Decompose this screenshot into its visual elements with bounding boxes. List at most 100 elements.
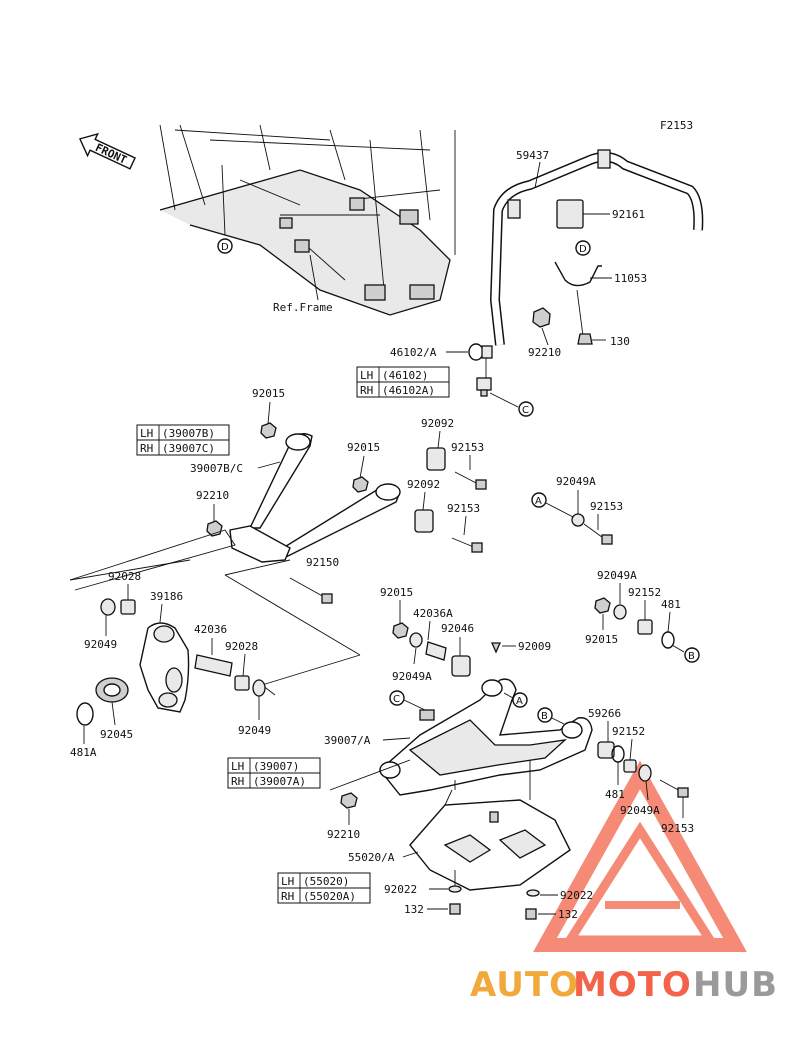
- stabilizer-bar: [489, 149, 704, 346]
- ref-marker-a1: A: [531, 492, 547, 508]
- svg-text:RH: RH: [281, 890, 294, 903]
- svg-text:C: C: [522, 405, 529, 416]
- washer-92049A-2: [613, 604, 627, 620]
- label-42036: 42036: [194, 623, 227, 636]
- label-92150: 92150: [306, 556, 339, 569]
- svg-text:B: B: [541, 711, 548, 722]
- spacer-92028-b: [234, 675, 250, 691]
- label-92049A-3: 92049A: [392, 670, 432, 683]
- svg-text:(39007A): (39007A): [253, 775, 306, 788]
- label-92046: 92046: [441, 622, 474, 635]
- label-92049-a: 92049: [84, 638, 117, 651]
- bolt-130: [577, 333, 593, 345]
- upper-a-arm: [229, 433, 401, 563]
- label-59437: 59437: [516, 149, 549, 162]
- label-92210-top: 92210: [528, 346, 561, 359]
- bushing-59266: [597, 741, 615, 759]
- front-label: FRONT: [93, 141, 129, 167]
- bolt-92153-a: [475, 479, 487, 490]
- label-92028-a: 92028: [108, 570, 141, 583]
- label-92022-b: 92022: [560, 889, 593, 902]
- snap-ring-481A: [76, 702, 94, 726]
- bolt-132-a: [449, 903, 461, 915]
- label-92049-b: 92049: [238, 724, 271, 737]
- sleeve-42036A: [425, 641, 447, 661]
- label-92153-b: 92153: [447, 502, 480, 515]
- svg-text:RH: RH: [360, 384, 373, 397]
- bolt-92153-c: [601, 534, 613, 545]
- bushing-92092-b: [414, 509, 434, 533]
- ref-marker-a2: A: [512, 692, 528, 708]
- label-92092-b: 92092: [407, 478, 440, 491]
- svg-text:A: A: [516, 696, 523, 707]
- lower-a-arm: [379, 678, 593, 796]
- washer-92022-a: [448, 885, 462, 893]
- watermark-logo: [533, 760, 747, 952]
- label-92049A-2: 92049A: [597, 569, 637, 582]
- label-92009: 92009: [518, 640, 551, 653]
- label-130: 130: [610, 335, 630, 348]
- washer-92049-b: [252, 679, 266, 697]
- label-92161: 92161: [612, 208, 645, 221]
- nut-92210-low: [340, 792, 358, 809]
- label-39007A: 39007/A: [324, 734, 371, 747]
- label-55020A: 55020/A: [348, 851, 395, 864]
- svg-text:(55020): (55020): [303, 875, 349, 888]
- spacer-92152-b: [623, 759, 637, 773]
- label-92015-b: 92015: [347, 441, 380, 454]
- svg-text:(46102A): (46102A): [382, 384, 435, 397]
- ref-marker-b2: B: [537, 707, 553, 723]
- label-92152-b: 92152: [612, 725, 645, 738]
- bushing-92046: [451, 655, 471, 677]
- ref-marker-b1: B: [684, 647, 700, 663]
- washer-92049-a: [100, 598, 116, 616]
- table-39007bc: LH (39007B) RH (39007C): [136, 424, 230, 456]
- label-481A: 481A: [70, 746, 97, 759]
- label-46102A: 46102/A: [390, 346, 437, 359]
- ref-marker-c2: C: [389, 690, 405, 706]
- washer-92049A-3: [409, 632, 423, 648]
- label-92028-b: 92028: [225, 640, 258, 653]
- bushing-92092-a: [426, 447, 446, 471]
- label-92022-a: 92022: [384, 883, 417, 896]
- label-39007bc: 39007B/C: [190, 462, 243, 475]
- label-92153-c: 92153: [590, 500, 623, 513]
- svg-text:LH: LH: [360, 369, 373, 382]
- nut-92210-top: [532, 307, 551, 328]
- bolt-92153-b: [471, 542, 483, 553]
- label-92045: 92045: [100, 728, 133, 741]
- svg-text:HUB: HUB: [693, 965, 778, 1005]
- label-92210-mid: 92210: [196, 489, 229, 502]
- ref-frame-label: Ref.Frame: [273, 301, 333, 314]
- watermark-text: AUTO MOTO HUB: [470, 965, 778, 1005]
- nut-92015-d: [392, 622, 409, 639]
- svg-text:MOTO: MOTO: [573, 965, 692, 1005]
- spacer-92028-a: [120, 599, 136, 615]
- label-92049A-4: 92049A: [620, 804, 660, 817]
- table-39007: LH (39007) RH (39007A): [227, 757, 321, 789]
- svg-text:D: D: [221, 242, 229, 253]
- svg-text:A: A: [535, 496, 542, 507]
- label-92152-a: 92152: [628, 586, 661, 599]
- bolt-92153-d: [677, 787, 689, 798]
- figure-code: F2153: [660, 119, 693, 132]
- label-132-a: 132: [404, 903, 424, 916]
- svg-text:(39007C): (39007C): [162, 442, 215, 455]
- zerk-92009: [490, 642, 502, 654]
- bracket-11053: [554, 261, 602, 287]
- svg-text:RH: RH: [140, 442, 153, 455]
- svg-text:C: C: [393, 694, 400, 705]
- front-arrow: FRONT: [78, 132, 136, 170]
- label-132-b: 132: [558, 908, 578, 921]
- label-481: 481: [661, 598, 681, 611]
- table-46102: LH (46102) RH (46102A): [356, 366, 450, 398]
- label-59266: 59266: [588, 707, 621, 720]
- label-92153-d: 92153: [661, 822, 694, 835]
- svg-text:(55020A): (55020A): [303, 890, 356, 903]
- spacer-92152-a: [637, 619, 653, 635]
- svg-text:LH: LH: [140, 427, 153, 440]
- knuckle-39186: [139, 622, 190, 713]
- svg-text:(46102): (46102): [382, 369, 428, 382]
- label-39186: 39186: [150, 590, 183, 603]
